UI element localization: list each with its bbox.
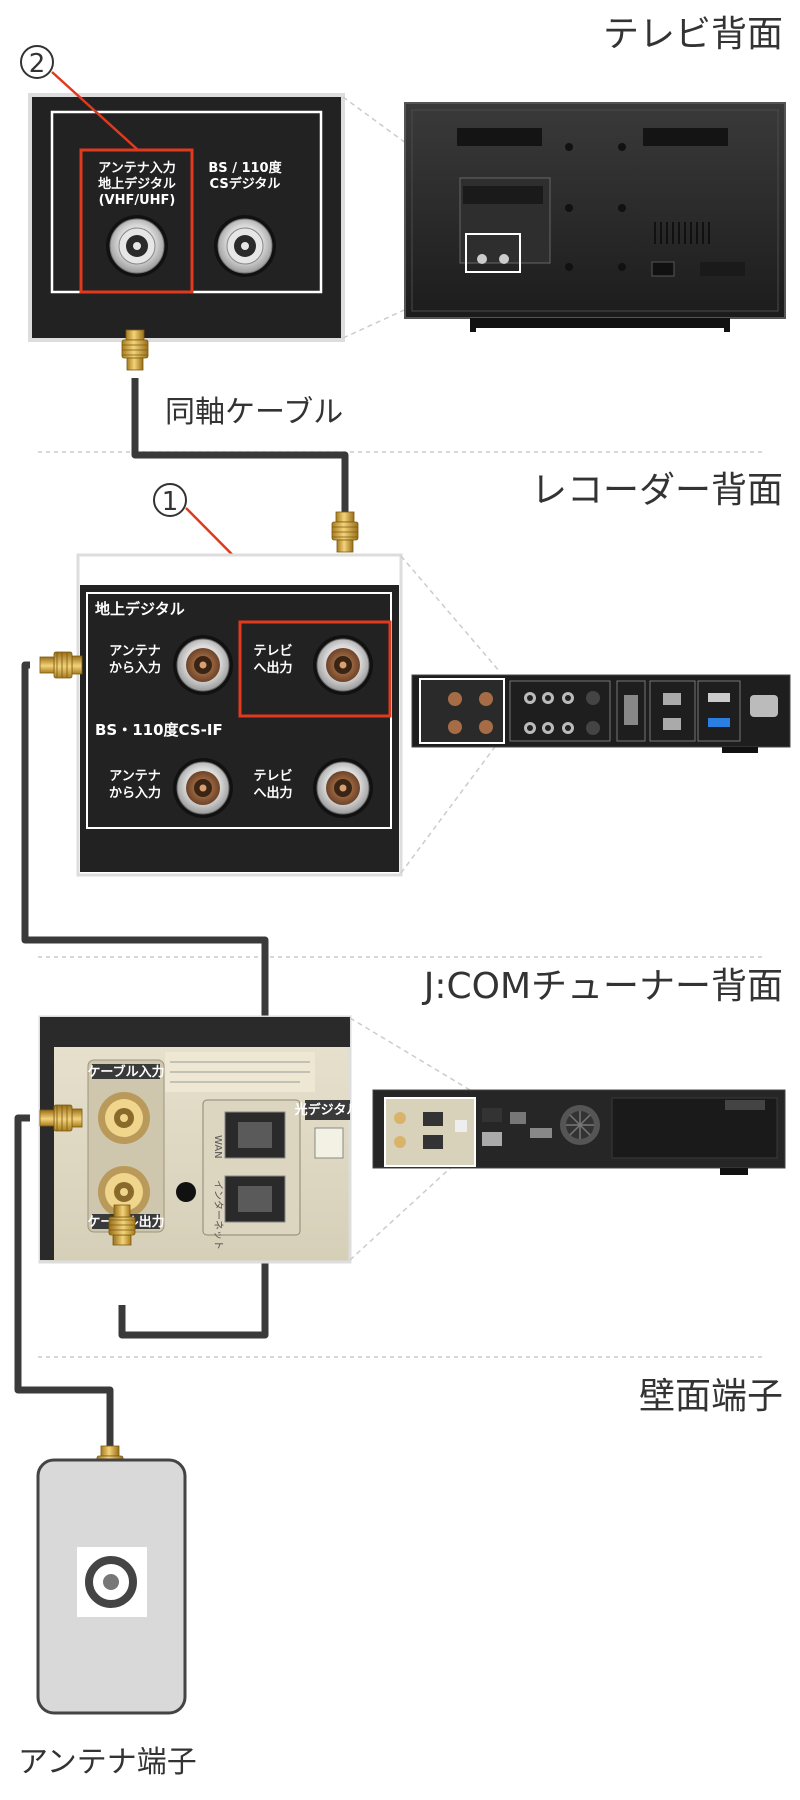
recorder-bs-tv-out-label-1: テレビ bbox=[253, 768, 292, 784]
jcom-internet-port bbox=[224, 1175, 286, 1223]
tv-antenna-label-3: (VHF/UHF) bbox=[99, 193, 176, 208]
recorder-bs-tv-out-label-2: へ出力 bbox=[253, 785, 292, 801]
recorder-bs-antenna-in-label-2: から入力 bbox=[109, 785, 161, 801]
tv-panel-zoom: アンテナ入力 地上デジタル (VHF/UHF) BS / 110度 CSデジタル bbox=[28, 93, 345, 342]
recorder-tv-out-highlight bbox=[238, 620, 392, 718]
svg-text:1: 1 bbox=[162, 487, 179, 517]
recorder-bs-antenna-in-port bbox=[172, 757, 234, 819]
recorder-rear-image bbox=[411, 674, 791, 753]
recorder-antenna-in-label-1: アンテナ bbox=[109, 644, 160, 659]
tv-rear-image bbox=[404, 102, 786, 332]
tv-antenna-port bbox=[105, 214, 169, 278]
wall-section-title: 壁面端子 bbox=[639, 1376, 783, 1417]
jcom-cable-in-port bbox=[98, 1092, 150, 1144]
tv-antenna-label-1: アンテナ入力 bbox=[98, 160, 175, 176]
recorder-bs-label: BS・110度CS-IF bbox=[95, 721, 223, 739]
antenna-terminal-caption: アンテナ端子 bbox=[18, 1745, 197, 1780]
recorder-bs-tv-out-port bbox=[312, 757, 374, 819]
tv-bs-label-2: CSデジタル bbox=[210, 176, 281, 192]
coax-port-icon bbox=[85, 1556, 137, 1608]
coax-cable bbox=[14, 378, 349, 1448]
jcom-rear-image bbox=[372, 1089, 786, 1175]
wall-terminal bbox=[36, 1458, 187, 1715]
tv-section-title: テレビ背面 bbox=[603, 14, 783, 55]
recorder-bs-antenna-in-label-1: アンテナ bbox=[109, 769, 160, 784]
tv-bs-label-1: BS / 110度 bbox=[208, 160, 282, 176]
recorder-panel-zoom: 地上デジタル アンテナ から入力 テレビ へ出力 BS・110度CS-IF アン… bbox=[76, 553, 403, 877]
jcom-wan-port bbox=[224, 1111, 286, 1159]
cable-tv-to-recorder bbox=[131, 378, 349, 520]
cable-jcom-to-wall bbox=[14, 1114, 114, 1448]
f-type-connector-icon bbox=[121, 329, 149, 371]
recorder-tv-out-label-2: へ出力 bbox=[253, 660, 292, 676]
marker-2: 2 bbox=[20, 45, 139, 151]
jcom-cable-in-label: ケーブル入力 bbox=[87, 1064, 164, 1080]
jcom-optical-label: 光デジタル bbox=[294, 1102, 360, 1118]
jcom-panel-zoom: ケーブル入力 ケーブル出力 WAN インターネット bbox=[38, 1015, 360, 1264]
jcom-section-title: J:COMチューナー背面 bbox=[422, 966, 783, 1007]
f-type-connector-icon bbox=[331, 511, 359, 553]
recorder-tv-out-label-1: テレビ bbox=[253, 643, 292, 659]
recorder-antenna-in-port bbox=[172, 634, 234, 696]
jcom-wan-label: WAN bbox=[212, 1135, 223, 1159]
tv-panel-background bbox=[28, 93, 345, 342]
coax-cable-caption: 同軸ケーブル bbox=[165, 395, 343, 430]
recorder-antenna-in-label-2: から入力 bbox=[109, 660, 161, 676]
svg-text:2: 2 bbox=[29, 49, 46, 79]
f-type-connector-icon bbox=[39, 651, 83, 679]
tv-antenna-label-2: 地上デジタル bbox=[98, 176, 176, 192]
tv-bs-port bbox=[213, 214, 277, 278]
jcom-cable-out-port bbox=[98, 1166, 150, 1218]
recorder-tv-out-port bbox=[312, 634, 374, 696]
jcom-internet-label: インターネット bbox=[212, 1180, 224, 1250]
recorder-terrestrial-label: 地上デジタル bbox=[95, 600, 185, 618]
cable-recorder-to-jcom bbox=[21, 661, 269, 1339]
recorder-section-title: レコーダー背面 bbox=[531, 470, 783, 511]
